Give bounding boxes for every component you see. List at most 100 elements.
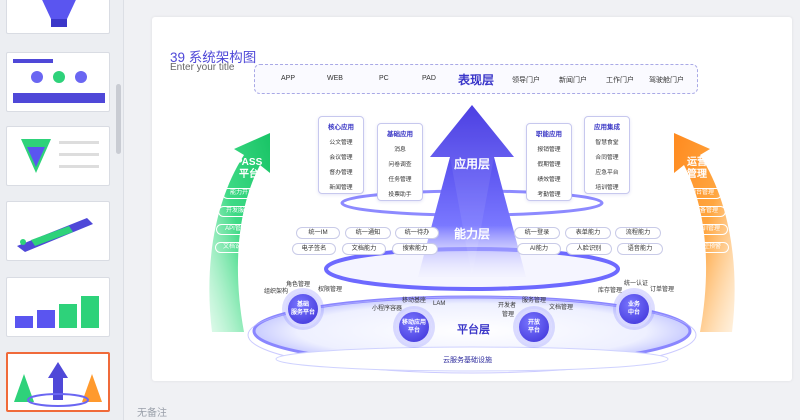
slide-subtitle: Enter your title [170,62,235,73]
slide-title: 39 系统架构图 [170,50,257,65]
slide-thumbnail-3[interactable] [6,126,110,186]
card-item: 报销管理 [537,147,561,153]
capability-pill: AI能力 [517,243,561,255]
card-item: 考勤管理 [537,192,561,198]
platform-circle-mobile-app: 移动应用平台 [396,309,432,345]
circle-line: 业务 [627,302,640,308]
circle-line: 基础 [296,302,309,308]
card-item: 合同管理 [595,155,619,161]
platform-tag: 组织架构 [264,289,289,295]
platform-tag: 开发者 [498,303,517,309]
circle-line: 开放 [527,320,540,326]
slide-thumbnail-4[interactable] [6,201,110,261]
thumbnail-preview [14,362,102,407]
platform-tag: 订单管理 [650,287,675,293]
platform-circle-basic-service: 基础服务平台 [285,291,321,327]
pres-item: WEB [327,75,343,82]
pres-item: 工作门户 [606,77,634,84]
capability-pill: 文档能力 [342,243,386,255]
capability-pill: 统一通知 [345,227,391,239]
pass-side-item: 开发服务 [218,206,258,217]
ops-side-item: 培训管理 [688,224,728,235]
pres-item: PAD [422,75,436,82]
platform-tag: LAM [433,301,446,307]
thumbnail-scrollbar[interactable] [116,84,121,154]
card-title: 核心应用 [328,124,354,131]
platform-tag: 统一认证 [624,281,649,287]
platform-tag: 权限管理 [318,287,343,293]
slide-thumbnail-6-selected[interactable] [6,352,110,412]
card-item: 消息 [394,147,406,153]
ops-side-title: 运营 管理 [682,157,712,181]
circle-line: 中台 [627,310,640,316]
circle-line: 移动应用 [401,320,426,326]
platform-tag: 角色管理 [286,282,311,288]
card-item: 假期管理 [537,162,561,168]
app-card-basic: 基础应用 消息 问卷调查 任务管理 投票助手 [377,123,423,201]
platform-circle-business: 业务中台 [616,291,652,327]
card-item: 问卷调查 [388,162,412,168]
card-item: 绩效管理 [537,177,561,183]
pass-side-title: PASS 平台 [234,157,264,181]
capability-pill: 统一IM [296,227,340,239]
presentation-layer-title: 表现层 [458,73,495,87]
platform-tag: 管理 [502,312,515,318]
thumbnail-preview [13,59,105,103]
platform-tag: 库存管理 [598,288,623,294]
thumbnail-preview [17,218,93,252]
platform-tag: 移动基座 [402,298,427,304]
platform-layer-label: 平台层 [457,324,490,336]
card-item: 投票助手 [388,192,412,198]
capability-pill: 统一待办 [395,227,439,239]
pres-item: PC [379,75,389,82]
ops-title-line: 管理 [687,169,707,180]
card-item: 任务管理 [388,177,412,183]
capability-pill: 搜索能力 [392,243,438,255]
card-item: 公文管理 [329,140,353,146]
slide-canvas[interactable]: 39 系统架构图 Enter your title APP WEB PC PAD… [152,17,792,381]
architecture-graphics [209,105,735,374]
card-item: 会议管理 [329,155,353,161]
card-item: 培训管理 [595,185,619,191]
circle-line: 服务平台 [290,310,315,316]
card-item: 智慧食堂 [595,140,619,146]
slide-thumbnail-2[interactable] [6,52,110,112]
card-item: 应急平台 [595,170,619,176]
slide-thumbnail-5[interactable] [6,277,110,337]
capability-pill: 人脸识别 [566,243,612,255]
notes-placeholder[interactable]: 无备注 [137,408,167,419]
pres-item: 驾驶舱门户 [649,77,684,84]
pass-title-line: PASS [235,157,263,168]
capability-layer-label: 能力层 [454,227,491,241]
pass-side-item: 文档说明 [215,242,255,253]
slide-thumbnail-1[interactable] [6,0,110,34]
ops-side-item: 设备管理 [686,206,726,217]
circle-line: 平台 [527,328,540,334]
card-title: 基础应用 [387,131,413,138]
pass-title-line: 平台 [239,169,259,180]
cloud-infrastructure-label: 云服务基础设施 [443,357,492,364]
thumbnail-preview [21,139,99,173]
app-layer-label: 应用层 [454,157,491,171]
platform-tag: 小程序容器 [372,306,403,312]
card-item: 新闻管理 [329,185,353,191]
capability-pill: 流程能力 [615,227,661,239]
pass-side-item: API管理 [216,224,256,235]
presentation-layer-bar: APP WEB PC PAD 表现层 领导门户 新闻门户 工作门户 驾驶舱门户 [254,64,698,94]
card-title: 职能应用 [536,131,562,138]
app-card-core: 核心应用 公文管理 会议管理 督办管理 新闻管理 [318,116,364,194]
slide-thumbnail-panel [0,0,124,420]
capability-pill: 电子签名 [292,243,336,255]
circle-line: 平台 [407,328,420,334]
card-title: 应用集成 [594,124,620,131]
capability-pill: 表单能力 [565,227,611,239]
ops-side-item: 中台管理 [682,188,722,199]
platform-circle-open: 开放平台 [516,309,552,345]
ops-side-item: 监控预警 [689,242,729,253]
pres-item: 领导门户 [512,77,540,84]
platform-tag: 文档管理 [549,305,574,311]
capability-pill: 统一登录 [514,227,560,239]
pres-item: 新闻门户 [559,77,587,84]
thumbnail-preview [42,0,76,27]
pres-item: APP [281,75,296,82]
